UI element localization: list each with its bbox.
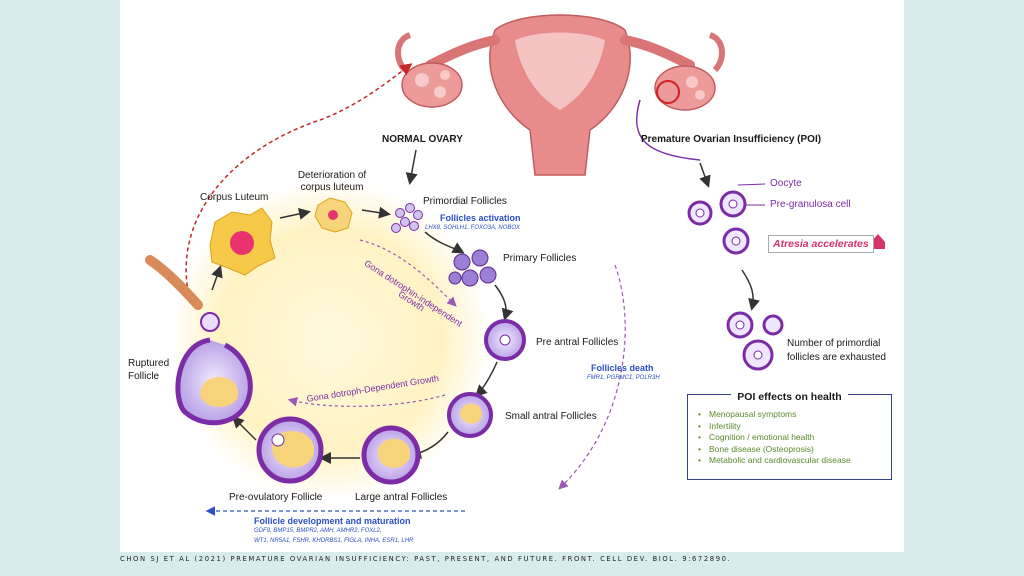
fallopian-fimbria xyxy=(145,255,203,310)
poi-highlight-circle xyxy=(656,80,680,104)
poi-link-line xyxy=(635,99,701,161)
oocyte-label: Oocyte xyxy=(770,178,802,189)
pre-granulosa-label: Pre-granulosa cell xyxy=(770,199,851,210)
ruptured-label-line1: Ruptured xyxy=(128,358,170,369)
poi-effects-list: Menopausal symptoms Infertility Cognitio… xyxy=(698,409,851,467)
exhausted-label-line1: Number of primordial xyxy=(787,338,881,349)
poi-title: Premature Ovarian Insufficiency (POI) xyxy=(641,134,822,145)
corpus-luteum-core xyxy=(230,231,254,255)
activation-genes: LHX8, SOHLH1, FOXO3A, NOBOX xyxy=(425,225,521,231)
effect-item: Cognition / emotional health xyxy=(698,432,851,444)
small-antral-label: Small antral Follicles xyxy=(505,411,597,422)
activation-title: Follicles activation xyxy=(440,213,521,223)
follicle-death-arrow xyxy=(558,264,626,490)
atresia-label: Atresia accelerates xyxy=(768,235,874,253)
effect-item: Infertility xyxy=(698,421,851,433)
primary-follicles-cluster xyxy=(448,249,497,287)
atresia-up-arrow xyxy=(871,234,885,249)
normal-ovary-arrow xyxy=(405,149,418,185)
normal-ovary-label: NORMAL OVARY xyxy=(382,134,463,145)
large-antral-label: Large antral Follicles xyxy=(355,492,448,503)
left-ovary xyxy=(401,62,463,108)
death-title: Follicles death xyxy=(591,363,654,373)
ovulation-arrow xyxy=(185,63,413,301)
ruptured-label-line2: Follicle xyxy=(128,371,160,382)
exhausted-label-line2: follicles are exhausted xyxy=(787,352,886,363)
deterioration-label-line2: corpus luteum xyxy=(300,182,364,193)
effect-item: Bone disease (Osteoprosis) xyxy=(698,444,851,456)
citation-footer: CHON SJ ET AL (2021) PREMATURE OVARIAN I… xyxy=(120,555,732,563)
development-title: Follicle development and maturation xyxy=(254,516,411,526)
poi-effects-title: POI effects on health xyxy=(731,391,848,403)
effect-item: Menopausal symptoms xyxy=(698,409,851,421)
poi-follicles-bottom xyxy=(726,311,784,371)
poi-effects-box: POI effects on health Menopausal symptom… xyxy=(687,391,892,480)
primordial-follicles-cluster xyxy=(391,203,423,233)
corpus-luteum-label: Corpus Luteum xyxy=(200,192,269,203)
death-genes: FMR1, PGRMC1, POLR3H xyxy=(587,375,660,381)
development-genes-line1: GDF9, BMP15, BMPR2, AMH, AMHR2, FOXL2, xyxy=(254,528,382,534)
poi-arrow xyxy=(699,162,711,188)
deterioration-label-line1: Deterioration of xyxy=(297,170,367,181)
development-genes-line2: WT1, NR5A1, FSHR, KHDRBS1, FIGLA, INHA, … xyxy=(254,538,414,544)
right-ovary xyxy=(654,65,716,111)
pre-antral-label: Pre antral Follicles xyxy=(536,337,619,348)
effect-item: Metabolic and cardiovascular disease xyxy=(698,455,851,467)
primordial-label: Primordial Follicles xyxy=(423,196,507,207)
primary-label: Primary Follicles xyxy=(503,253,577,264)
uterus-illustration xyxy=(395,14,725,176)
poi-follicles-top xyxy=(687,190,750,255)
pre-ovulatory-label: Pre-ovulatory Follicle xyxy=(229,492,323,503)
